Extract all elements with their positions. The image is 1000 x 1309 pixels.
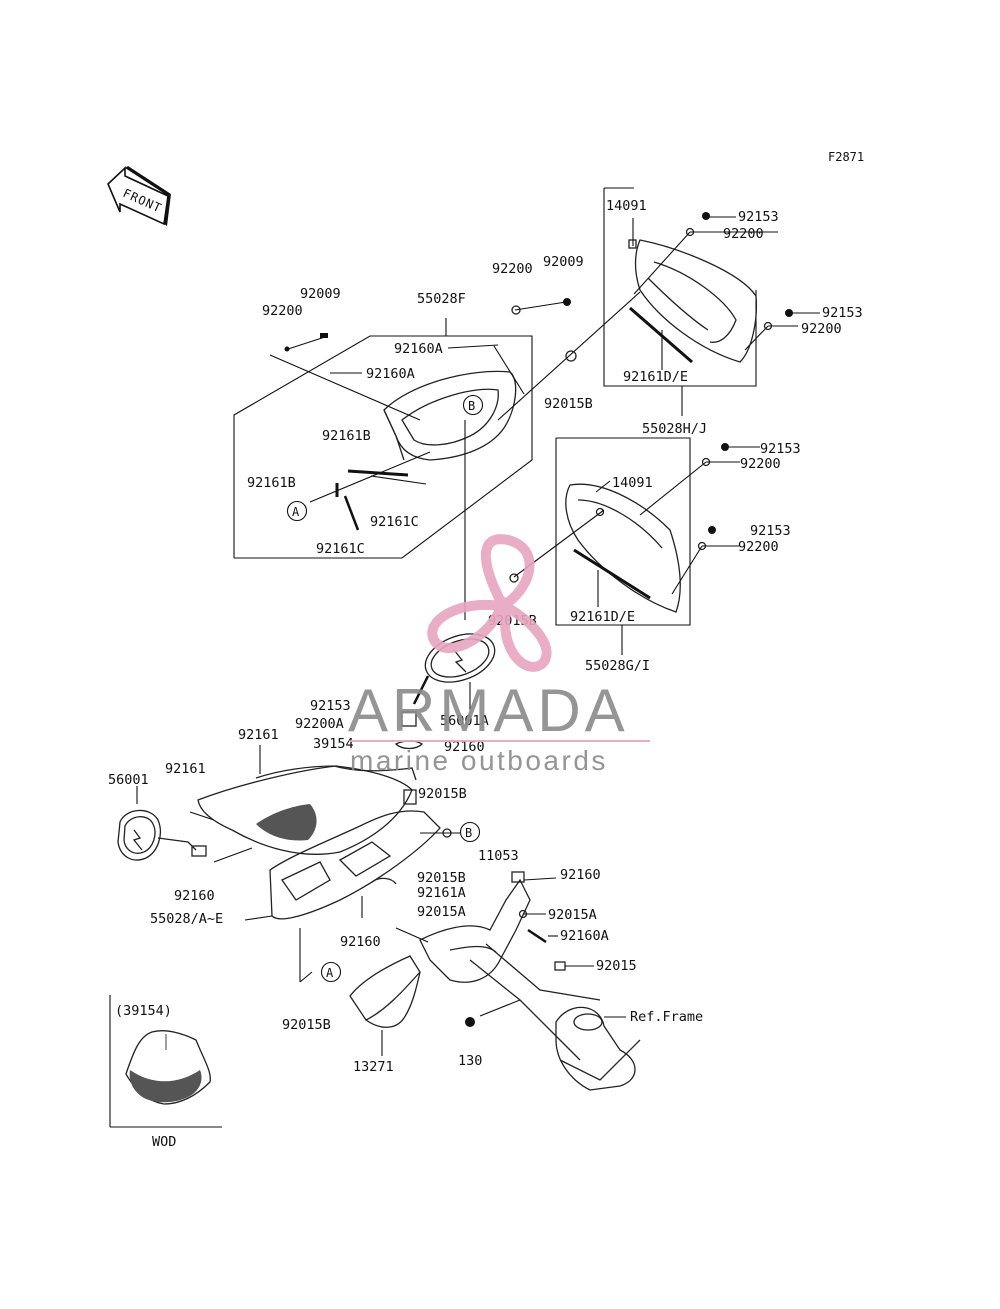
inset-box: (39154) WOD bbox=[109, 995, 222, 1150]
callout: 14091 bbox=[606, 198, 647, 214]
callout: 130 bbox=[458, 1053, 482, 1069]
marker-a-1: A bbox=[286, 500, 308, 522]
marker-a-2: A bbox=[320, 961, 342, 983]
callout: 92153 bbox=[750, 523, 791, 539]
callout: 92009 bbox=[300, 286, 341, 302]
callout: Ref.Frame bbox=[630, 1009, 703, 1025]
callout: 92200 bbox=[740, 456, 781, 472]
callout: 14091 bbox=[612, 475, 653, 491]
callout: 56001A bbox=[440, 713, 489, 729]
callout: 92161D/E bbox=[623, 369, 688, 385]
callout: 92160A bbox=[394, 341, 443, 357]
air-duct bbox=[349, 955, 421, 1056]
svg-text:A: A bbox=[292, 505, 300, 519]
callout: 39154 bbox=[313, 736, 354, 752]
callout: 92015B bbox=[418, 786, 467, 802]
callout: 92160A bbox=[560, 928, 609, 944]
brand-watermark: ARMADA marine outboards bbox=[348, 534, 650, 776]
callout: 92161C bbox=[370, 514, 419, 530]
callout: 92161 bbox=[238, 727, 279, 743]
svg-text:B: B bbox=[468, 399, 475, 413]
svg-text:B: B bbox=[465, 826, 472, 840]
callout: 92015A bbox=[548, 907, 597, 923]
front-arrow-icon: FRONT bbox=[107, 166, 171, 226]
callout: 92161D/E bbox=[570, 609, 635, 625]
propeller-logo-icon bbox=[427, 534, 552, 672]
callout: 92161B bbox=[322, 428, 371, 444]
left-mirror bbox=[117, 786, 207, 861]
marker-b-1: B bbox=[462, 394, 484, 416]
callout: 92200 bbox=[801, 321, 842, 337]
callout: 56001 bbox=[108, 772, 149, 788]
watermark-brand: ARMADA bbox=[348, 677, 629, 744]
callout: 92200A bbox=[295, 716, 344, 732]
callout: 92200 bbox=[492, 261, 533, 277]
callout: 92160 bbox=[174, 888, 215, 904]
callout: 92009 bbox=[543, 254, 584, 270]
callout: 92200 bbox=[738, 539, 779, 555]
callout: 92200 bbox=[723, 226, 764, 242]
main-fairing-assembly bbox=[189, 745, 460, 983]
upper-right-screen-group bbox=[603, 187, 820, 416]
callout: 92161C bbox=[316, 541, 365, 557]
upper-left-cowl-group bbox=[233, 298, 571, 559]
callout: 92153 bbox=[310, 698, 351, 714]
callout: 55028H/J bbox=[642, 421, 707, 437]
callout: 92015 bbox=[596, 958, 637, 974]
callout: 92015B bbox=[282, 1017, 331, 1033]
callout: 92015A bbox=[417, 904, 466, 920]
callout: 55028/A~E bbox=[150, 911, 223, 927]
callout-labels: 14091 92153 92200 92153 92200 92200 9200… bbox=[108, 198, 863, 1075]
figure-code: F2871 bbox=[828, 150, 864, 164]
callout: 92153 bbox=[738, 209, 779, 225]
inset-part-label: (39154) bbox=[115, 1003, 172, 1019]
callout: 92200 bbox=[262, 303, 303, 319]
frame-reference bbox=[555, 1006, 641, 1091]
svg-text:A: A bbox=[326, 966, 334, 980]
callout: 13271 bbox=[353, 1059, 394, 1075]
callout: 92161 bbox=[165, 761, 206, 777]
middle-right-screen-group bbox=[509, 437, 760, 655]
callout: 92160 bbox=[560, 867, 601, 883]
callout: 92015B bbox=[544, 396, 593, 412]
callout: 92161A bbox=[417, 885, 466, 901]
stay-bracket bbox=[419, 871, 601, 1061]
callout: 92160 bbox=[340, 934, 381, 950]
callout: 92161B bbox=[247, 475, 296, 491]
callout: 92153 bbox=[760, 441, 801, 457]
callout: 92153 bbox=[822, 305, 863, 321]
callout: 92160A bbox=[366, 366, 415, 382]
callout: 55028F bbox=[417, 291, 466, 307]
marker-b-2: B bbox=[459, 821, 481, 843]
callout: 11053 bbox=[478, 848, 519, 864]
watermark-tagline: marine outboards bbox=[350, 745, 608, 776]
callout: 92160 bbox=[444, 739, 485, 755]
callout: 92015B bbox=[417, 870, 466, 886]
inset-caption: WOD bbox=[152, 1134, 176, 1150]
callout: 55028G/I bbox=[585, 658, 650, 674]
